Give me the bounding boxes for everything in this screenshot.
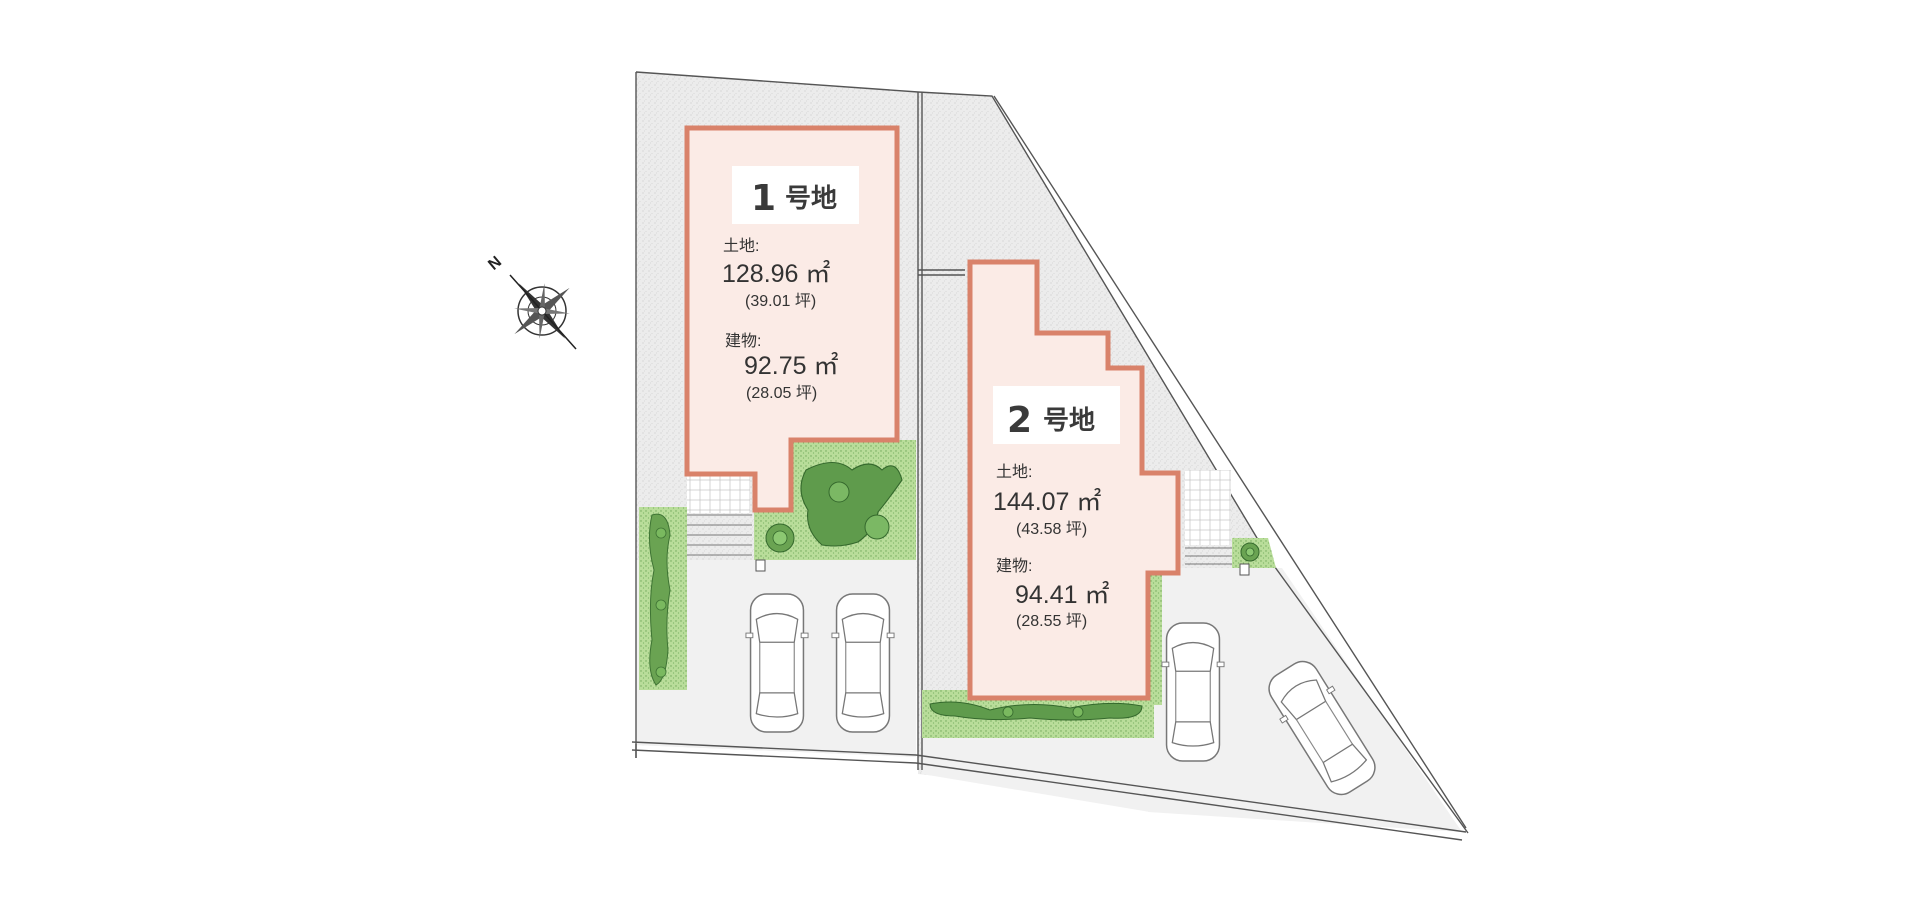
lot1-building-label: 建物: bbox=[725, 332, 761, 350]
lot1-name: 号地 bbox=[785, 184, 837, 214]
lot1-building-area: 92.75 ㎡ bbox=[744, 352, 839, 380]
lot1-garden-shrub bbox=[800, 461, 903, 547]
lot1-building-tsubo: (28.05 坪) bbox=[746, 384, 817, 402]
lot2-name: 号地 bbox=[1043, 406, 1095, 436]
lot2-front-hedge bbox=[929, 701, 1143, 721]
site-boundary bbox=[631, 71, 1469, 841]
car-icon bbox=[1161, 622, 1225, 762]
lot1-number: 1 bbox=[751, 178, 776, 219]
lot1-mailbox bbox=[755, 559, 766, 572]
lot2-title-plate bbox=[993, 386, 1120, 444]
lot2-building-footprint bbox=[967, 259, 1181, 701]
lot1-side-hedge bbox=[648, 513, 671, 686]
lot2-building-tsubo: (28.55 坪) bbox=[1016, 612, 1087, 630]
car-icon bbox=[831, 593, 895, 733]
compass-rose-icon: N bbox=[485, 253, 577, 350]
lot1-entrance-tiles bbox=[687, 473, 750, 513]
lot2-building-label: 建物: bbox=[996, 557, 1032, 575]
lot2-number: 2 bbox=[1007, 400, 1032, 441]
lot2-entrance-steps bbox=[1185, 547, 1232, 565]
lot2-side-lawn bbox=[1148, 570, 1162, 705]
lot1-land-label: 土地: bbox=[723, 237, 759, 255]
lot1-title-plate bbox=[732, 166, 859, 224]
compass-north-label: N bbox=[485, 253, 505, 273]
lot2-land-area: 144.07 ㎡ bbox=[993, 488, 1101, 516]
lot2-land-tsubo: (43.58 坪) bbox=[1016, 520, 1087, 538]
lot2-land-label: 土地: bbox=[996, 463, 1032, 481]
lot2-entrance-tiles bbox=[1185, 470, 1231, 545]
car-icon bbox=[745, 593, 809, 733]
lot1-land-area: 128.96 ㎡ bbox=[722, 260, 830, 288]
lot1-entrance-steps bbox=[687, 514, 752, 556]
lot2-mailbox bbox=[1239, 563, 1250, 576]
lot2-building-area: 94.41 ㎡ bbox=[1015, 581, 1110, 609]
lot1-land-tsubo: (39.01 坪) bbox=[745, 292, 816, 310]
